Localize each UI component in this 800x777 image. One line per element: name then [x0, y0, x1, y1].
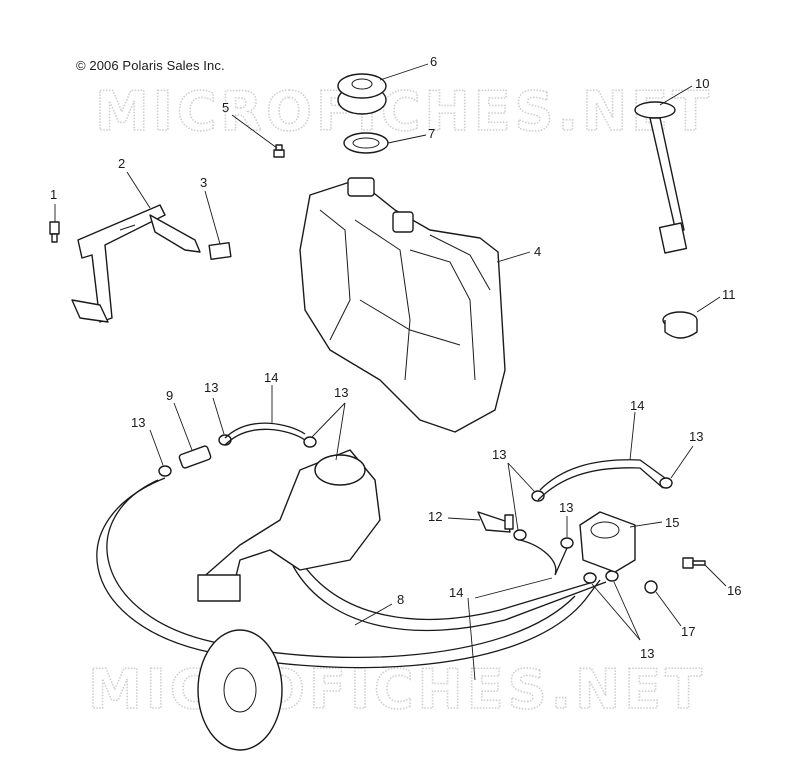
part-fuel-tank-4 [299, 177, 506, 433]
part-fuel-sender-10 [634, 101, 688, 254]
callout-14-a: 14 [264, 370, 278, 385]
part-fuel-pump-15 [579, 511, 636, 573]
watermark-top: MICROFICHES.NET [95, 80, 713, 143]
callout-14-b: 14 [630, 398, 644, 413]
callout-13-f: 13 [689, 429, 703, 444]
callout-4: 4 [534, 244, 541, 259]
part-fitting-12 [477, 511, 514, 533]
callout-2: 2 [118, 156, 125, 171]
callout-9: 9 [166, 388, 173, 403]
part-bolt-1 [49, 221, 60, 243]
callout-13-c: 13 [334, 385, 348, 400]
callout-13-d: 13 [492, 447, 506, 462]
callout-15: 15 [665, 515, 679, 530]
leader-lines [54, 63, 727, 681]
part-fuel-cap-6 [337, 73, 387, 115]
part-pad-3 [208, 241, 232, 261]
callout-12: 12 [428, 509, 442, 524]
callout-17: 17 [681, 624, 695, 639]
callout-7: 7 [428, 126, 435, 141]
callout-11: 11 [722, 287, 736, 302]
clamp-group-13 [158, 434, 673, 584]
callout-8: 8 [397, 592, 404, 607]
part-grommet-11 [662, 311, 698, 339]
callout-6: 6 [430, 54, 437, 69]
callout-13-g: 13 [640, 646, 654, 661]
part-bracket-2 [71, 204, 201, 323]
callout-5: 5 [222, 100, 229, 115]
callout-labels: 1 2 3 4 5 6 7 8 9 10 11 12 13 13 13 13 1… [50, 54, 741, 661]
callout-13-b: 13 [131, 415, 145, 430]
callout-3: 3 [200, 175, 207, 190]
callout-1: 1 [50, 187, 57, 202]
hoses [96, 422, 666, 669]
callout-13-e: 13 [559, 500, 573, 515]
part-filter-9 [178, 445, 212, 469]
callout-14-c: 14 [449, 585, 463, 600]
part-nut-17 [644, 580, 658, 594]
copyright-notice: © 2006 Polaris Sales Inc. [76, 58, 225, 73]
callout-13-a: 13 [204, 380, 218, 395]
callout-16: 16 [727, 583, 741, 598]
callout-10: 10 [695, 76, 709, 91]
part-bolt-5 [273, 144, 285, 158]
watermark-bottom: MICROFICHES.NET [88, 658, 706, 721]
part-bolt-16 [682, 557, 706, 569]
part-gasket-7 [343, 132, 389, 154]
part-throttle-body [197, 449, 381, 751]
